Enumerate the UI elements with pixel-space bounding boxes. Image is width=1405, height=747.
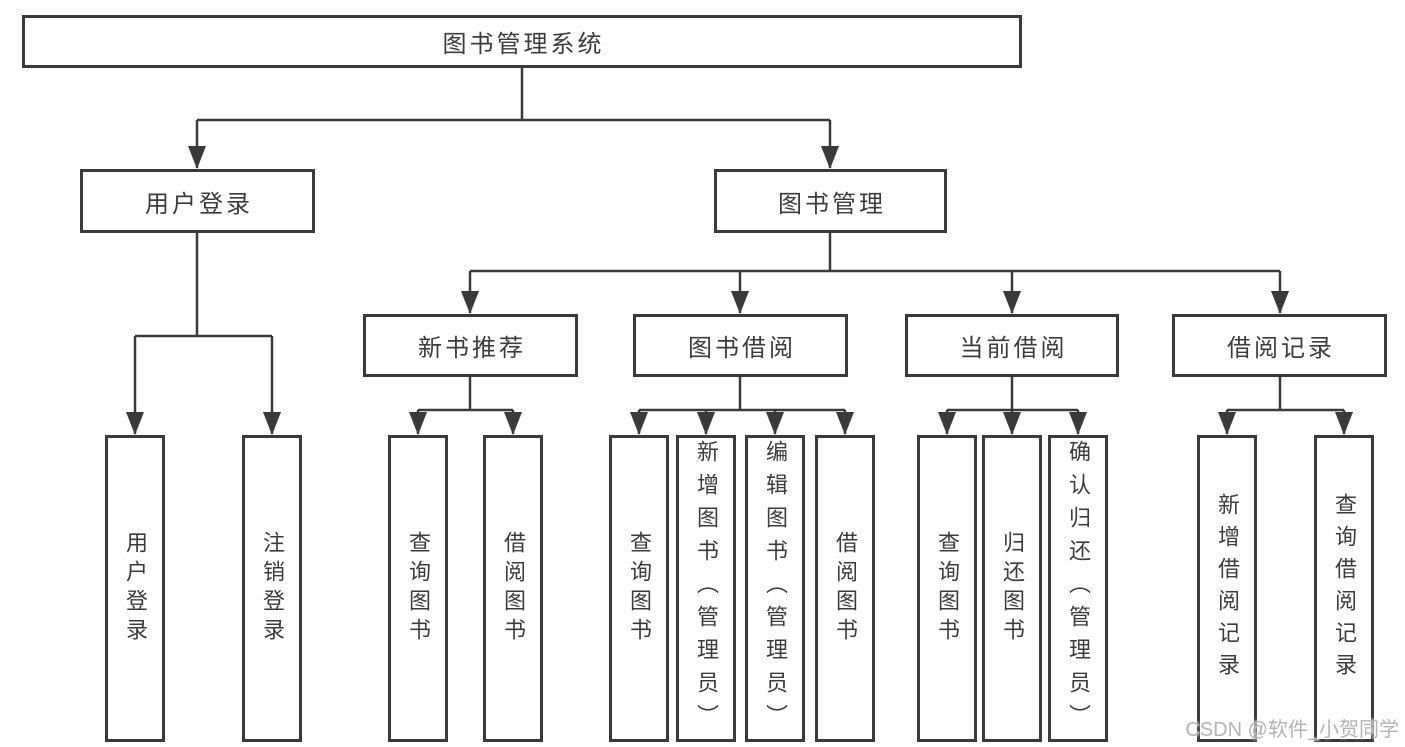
arrow-down-icon — [821, 146, 839, 169]
leaf-logout: 注销登录 — [242, 435, 302, 742]
arrow-down-icon — [1218, 412, 1236, 435]
node-user-login: 用户登录 — [80, 169, 315, 233]
arrow-down-icon — [263, 412, 281, 435]
arrow-down-icon — [1069, 412, 1087, 435]
node-label: 图书管理系统 — [442, 31, 605, 58]
node-book-borrowing: 图书借阅 — [633, 314, 848, 377]
arrow-down-icon — [461, 291, 479, 314]
arrow-down-icon — [1335, 412, 1353, 435]
leaf-user-login: 用户登录 — [105, 435, 165, 742]
arrow-down-icon — [188, 146, 206, 169]
node-label: 新增图书（管理员） — [694, 440, 719, 737]
leaf-borrow-books-borrowing: 借阅图书 — [815, 435, 875, 742]
node-label: 图书管理 — [778, 190, 886, 218]
node-current-borrowing: 当前借阅 — [905, 314, 1119, 377]
leaf-query-books-current: 查询图书 — [917, 435, 977, 742]
node-borrowing-records: 借阅记录 — [1172, 314, 1387, 377]
node-label: 借阅记录 — [1227, 335, 1335, 362]
arrow-down-icon — [938, 412, 956, 435]
node-label: 用户登录 — [123, 530, 148, 647]
leaf-return-book: 归还图书 — [982, 435, 1042, 742]
arrow-down-icon — [836, 412, 854, 435]
arrow-down-icon — [697, 412, 715, 435]
node-label: 归还图书 — [1000, 530, 1025, 647]
csdn-watermark: CSDN @软件_小贺同学 — [1185, 719, 1399, 741]
leaf-borrow-books-recommend: 借阅图书 — [483, 435, 543, 742]
arrow-down-icon — [504, 412, 522, 435]
arrow-down-icon — [409, 412, 427, 435]
node-label: 新增借阅记录 — [1215, 492, 1240, 685]
arrow-down-icon — [1003, 291, 1021, 314]
leaf-add-borrow-record: 新增借阅记录 — [1197, 435, 1257, 742]
arrow-down-icon — [1003, 412, 1021, 435]
node-label: 编辑图书（管理员） — [763, 440, 788, 737]
node-new-book-recommendation: 新书推荐 — [363, 314, 578, 377]
node-label: 用户登录 — [145, 190, 253, 218]
leaf-query-books-borrowing: 查询图书 — [609, 435, 669, 742]
node-label: 注销登录 — [260, 530, 285, 647]
node-label: 当前借阅 — [959, 335, 1068, 362]
node-label: 确认归还（管理员） — [1066, 440, 1091, 737]
leaf-add-book-admin: 新增图书（管理员） — [676, 435, 736, 742]
leaf-query-borrow-record: 查询借阅记录 — [1314, 435, 1374, 742]
arrow-down-icon — [731, 291, 749, 314]
node-book-management: 图书管理 — [714, 169, 947, 233]
leaf-query-books-recommend: 查询图书 — [388, 435, 448, 742]
arrow-down-icon — [630, 412, 648, 435]
node-label: 查询图书 — [935, 530, 960, 647]
arrow-down-icon — [766, 412, 784, 435]
node-label: 查询借阅记录 — [1332, 492, 1357, 685]
arrow-down-icon — [126, 412, 144, 435]
leaf-edit-book-admin: 编辑图书（管理员） — [745, 435, 805, 742]
arrow-down-icon — [1271, 291, 1289, 314]
node-label: 查询图书 — [627, 530, 652, 647]
node-label: 查询图书 — [406, 530, 431, 647]
connector-path — [133, 68, 1346, 434]
node-label: 图书借阅 — [688, 335, 796, 362]
node-label: 新书推荐 — [418, 335, 526, 362]
leaf-confirm-return-admin: 确认归还（管理员） — [1048, 435, 1108, 742]
node-label: 借阅图书 — [833, 530, 858, 647]
node-library-management-system: 图书管理系统 — [22, 15, 1022, 68]
node-label: 借阅图书 — [501, 530, 526, 647]
